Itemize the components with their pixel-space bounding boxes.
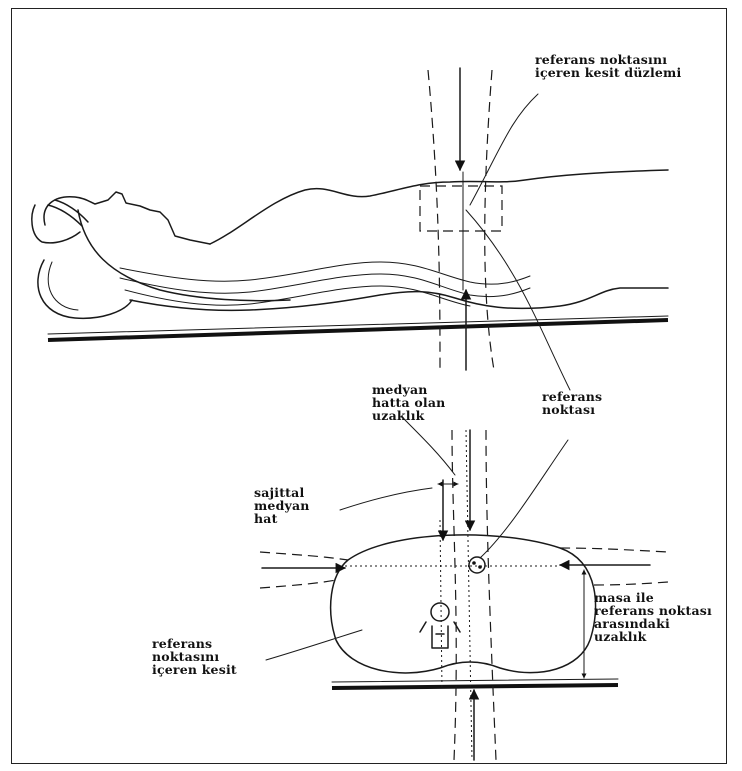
upper-body-outline <box>210 170 668 244</box>
label-reference-point-line-2: noktası <box>542 403 602 416</box>
reference-point-section-leader <box>480 440 568 558</box>
label-table-distance-line-4: uzaklık <box>594 630 712 643</box>
sagittal-leader <box>340 488 432 510</box>
reference-point-leader <box>466 210 570 390</box>
hand <box>32 200 88 243</box>
label-median-distance-line-3: uzaklık <box>372 409 445 422</box>
median-distance-leader <box>405 420 455 475</box>
sagittal-median-line <box>440 520 442 690</box>
label-sagittal-median: sajittal medyan hat <box>254 486 310 525</box>
back-outline <box>130 288 668 310</box>
lateral-dash-left-bottom <box>260 580 336 588</box>
label-reference-plane-line-2: içeren kesit düzlemi <box>535 66 681 79</box>
lateral-dash-right-top <box>560 548 668 552</box>
pillow-inner <box>48 262 78 310</box>
label-section: referans noktasını içeren kesit <box>152 637 237 676</box>
spine-curve-1 <box>120 262 530 284</box>
arm <box>78 210 290 301</box>
lateral-dash-left-top <box>260 552 348 560</box>
side-view-table <box>48 320 668 340</box>
section-beam-dash-right <box>486 430 496 760</box>
label-section-line-3: içeren kesit <box>152 663 237 676</box>
pillow <box>38 260 132 318</box>
label-reference-plane: referans noktasını içeren kesit düzlemi <box>535 53 681 79</box>
vertebra <box>420 603 460 648</box>
section-beam-dash-left <box>452 430 456 760</box>
label-sagittal-line-3: hat <box>254 512 310 525</box>
section-beam-center <box>466 430 472 760</box>
reference-point-marker <box>469 557 485 573</box>
reference-plane-box <box>420 186 502 231</box>
section-table <box>332 685 618 688</box>
label-median-distance: medyan hatta olan uzaklık <box>372 383 445 422</box>
head-profile <box>44 192 210 244</box>
spine-curve-2 <box>120 274 530 297</box>
side-view-patient <box>32 68 668 390</box>
label-table-distance: masa ile referans noktası arasındaki uza… <box>594 591 712 643</box>
plane-leader <box>470 94 538 205</box>
lateral-dash-right-bottom <box>594 582 668 585</box>
section-table-top <box>332 679 618 682</box>
beam-dash-left <box>428 70 440 370</box>
label-reference-point: referans noktası <box>542 390 602 416</box>
section-outline <box>331 535 596 673</box>
